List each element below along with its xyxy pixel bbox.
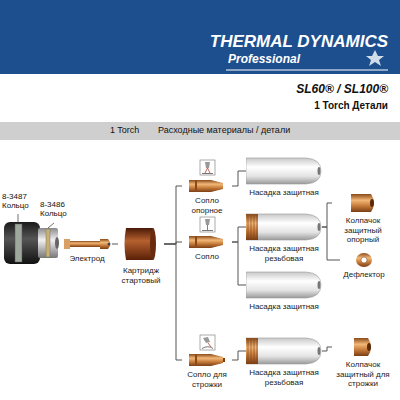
part-node: Дефлектор xyxy=(340,252,388,280)
part-label: Насадка защитная xyxy=(246,302,322,312)
brand-subtitle: Professional xyxy=(228,53,368,67)
part-node: Колпачок защитный опорный xyxy=(332,192,394,245)
leader-line xyxy=(48,223,54,228)
connector-line xyxy=(232,351,246,360)
connector-line xyxy=(232,227,246,242)
section-label: Расходные материалы / детали xyxy=(158,125,358,135)
brand-logo: THERMAL DYNAMICS xyxy=(130,32,388,52)
connector-line xyxy=(232,171,246,186)
connector-line xyxy=(164,244,182,360)
header-band xyxy=(0,0,400,74)
part-node: Сопло опорное xyxy=(182,178,232,215)
connector-line xyxy=(112,244,118,245)
part-label: 8-3487 Кольцо xyxy=(2,192,38,210)
part-label: Колпачок защитный опорный xyxy=(332,216,394,245)
connector-line xyxy=(322,347,332,351)
process-icon xyxy=(200,160,215,175)
part-label: 8-3486 Кольцо xyxy=(40,200,76,218)
part-label: Дефлектор xyxy=(340,270,388,280)
part-picture xyxy=(332,336,394,358)
part-node: Картридж стартовый xyxy=(118,224,164,285)
page-subtitle: 1 Torch Детали xyxy=(150,100,388,112)
logo-star xyxy=(366,50,384,66)
part-node: Сопло xyxy=(182,234,232,262)
part-label: Электрод xyxy=(62,254,112,264)
section-band xyxy=(0,122,400,140)
part-node: Насадка защитная xyxy=(246,270,322,312)
part-picture xyxy=(118,224,164,264)
part-picture xyxy=(182,178,232,194)
page-title: SL60® / SL100® xyxy=(150,82,388,96)
part-label: Картридж стартовый xyxy=(118,266,164,285)
process-icon xyxy=(200,217,215,232)
connector-line xyxy=(322,227,340,260)
part-picture xyxy=(246,270,322,300)
part-label: Насадка защитная резьбовая xyxy=(246,244,322,263)
part-picture xyxy=(246,336,322,366)
part-label: Насадка защитная резьбовая xyxy=(246,368,322,387)
connector-line xyxy=(164,186,182,244)
part-picture xyxy=(182,234,232,250)
part-picture xyxy=(246,156,322,186)
part-node: Насадка защитная резьбовая xyxy=(246,212,322,263)
part-node: Насадка защитная резьбовая xyxy=(246,336,322,387)
torch-head xyxy=(4,222,59,264)
logo-rule xyxy=(226,70,388,71)
part-node: Сопло для строжки xyxy=(182,352,232,389)
part-label: Сопло опорное xyxy=(182,196,232,215)
part-label: Колпачок защитный для строжки xyxy=(332,360,394,389)
part-node: Насадка защитная xyxy=(246,156,322,198)
part-picture xyxy=(340,252,388,268)
process-icon xyxy=(200,335,215,350)
connector-line xyxy=(232,242,246,285)
section-label: 1 Torch xyxy=(110,125,156,135)
part-picture xyxy=(182,352,232,368)
connector-line xyxy=(322,203,332,227)
part-picture xyxy=(62,236,112,252)
part-picture xyxy=(332,192,394,214)
part-picture xyxy=(246,212,322,242)
part-label: Сопло для строжки xyxy=(182,370,232,389)
part-label: Сопло xyxy=(182,252,232,262)
part-label: Насадка защитная xyxy=(246,188,322,198)
part-node: Колпачок защитный для строжки xyxy=(332,336,394,389)
leader-line xyxy=(18,214,19,223)
part-node: Электрод xyxy=(62,236,112,264)
